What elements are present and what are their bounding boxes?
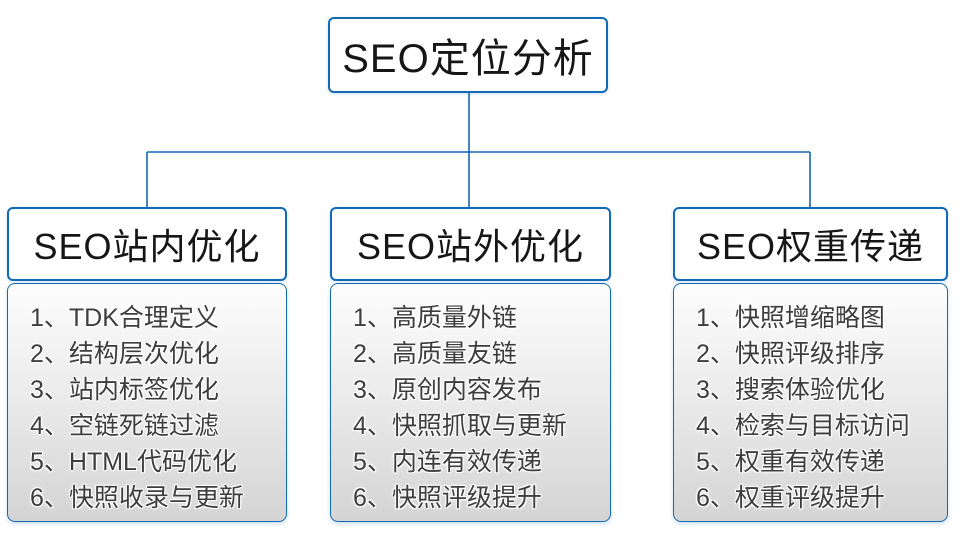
list-item: 2、快照评级排序 xyxy=(696,340,885,368)
list-item: 4、检索与目标访问 xyxy=(696,412,910,440)
branch-weight-transfer: SEO权重传递 1、快照增缩略图 2、快照评级排序 3、搜索体验优化 4、检索与… xyxy=(673,207,948,527)
branch-list-weight: 1、快照增缩略图 2、快照评级排序 3、搜索体验优化 4、检索与目标访问 5、权… xyxy=(673,283,948,522)
list-item: 1、TDK合理定义 xyxy=(30,304,219,332)
list-item: 5、权重有效传递 xyxy=(696,448,885,476)
branch-title: SEO权重传递 xyxy=(696,226,925,267)
branch-onsite-optimization: SEO站内优化 1、TDK合理定义 2、结构层次优化 3、站内标签优化 4、空链… xyxy=(7,207,287,527)
list-item: 3、搜索体验优化 xyxy=(696,376,885,404)
list-item: 4、快照抓取与更新 xyxy=(353,412,567,440)
branch-header-weight: SEO权重传递 xyxy=(673,207,948,281)
branch-list-offsite: 1、高质量外链 2、高质量友链 3、原创内容发布 4、快照抓取与更新 5、内连有… xyxy=(330,283,611,522)
list-item: 1、高质量外链 xyxy=(353,304,517,332)
branch-offsite-optimization: SEO站外优化 1、高质量外链 2、高质量友链 3、原创内容发布 4、快照抓取与… xyxy=(330,207,611,527)
list-item: 6、权重评级提升 xyxy=(696,484,885,512)
root-title: SEO定位分析 xyxy=(342,37,594,81)
list-item: 6、快照收录与更新 xyxy=(30,484,244,512)
branch-list-onsite: 1、TDK合理定义 2、结构层次优化 3、站内标签优化 4、空链死链过滤 5、H… xyxy=(7,283,287,522)
list-item: 4、空链死链过滤 xyxy=(30,412,219,440)
list-item: 6、快照评级提升 xyxy=(353,484,542,512)
list-item: 2、高质量友链 xyxy=(353,340,517,368)
list-item: 3、原创内容发布 xyxy=(353,376,542,404)
root-node: SEO定位分析 xyxy=(328,17,608,93)
branch-title: SEO站内优化 xyxy=(33,226,261,267)
list-item: 2、结构层次优化 xyxy=(30,340,219,368)
branch-header-offsite: SEO站外优化 xyxy=(330,207,611,281)
list-item: 5、HTML代码优化 xyxy=(30,448,237,476)
list-item: 1、快照增缩略图 xyxy=(696,304,885,332)
list-item: 3、站内标签优化 xyxy=(30,376,219,404)
branch-header-onsite: SEO站内优化 xyxy=(7,207,287,281)
list-item: 5、内连有效传递 xyxy=(353,448,542,476)
branch-title: SEO站外优化 xyxy=(356,226,585,267)
